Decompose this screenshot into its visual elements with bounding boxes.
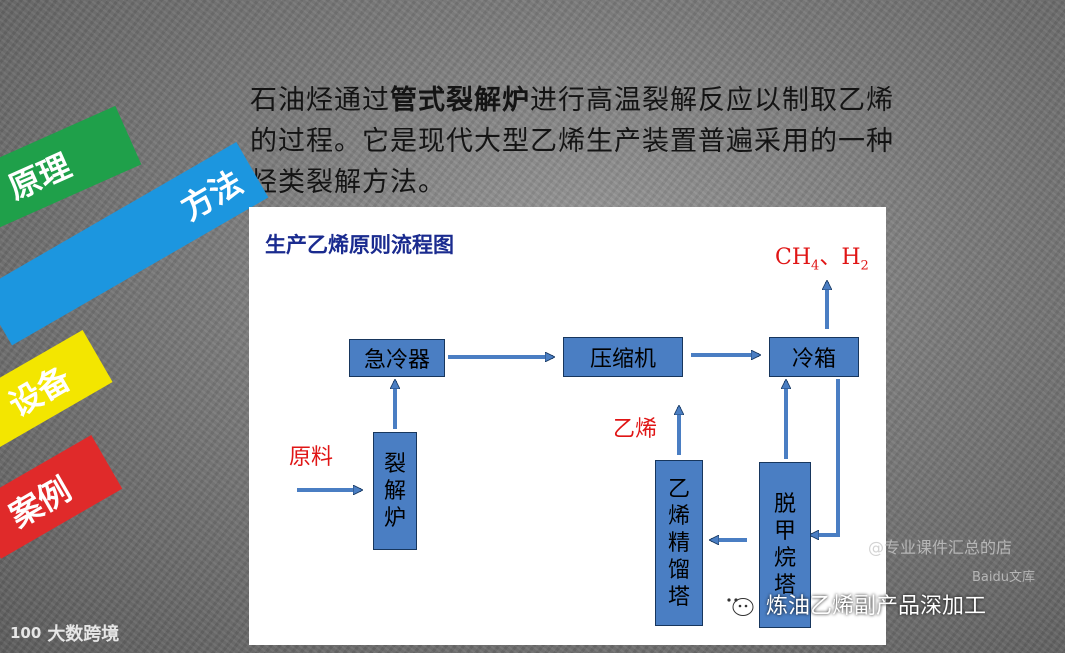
gas-mid: 、H xyxy=(819,245,861,270)
quench-box: 急冷器 xyxy=(349,339,445,377)
logo-mark: 100 xyxy=(10,624,42,642)
wechat-icon xyxy=(721,592,754,616)
diagram-title: 生产乙烯原则流程图 xyxy=(265,233,454,257)
bottom-logo: 100 大数跨境 xyxy=(10,620,119,646)
gas-output-label: CH4、H2 xyxy=(775,239,869,273)
demethanizer-char-1: 脱 xyxy=(773,492,796,517)
demethanizer-char-4: 塔 xyxy=(773,573,796,598)
ethylene-tower-char-3: 精 xyxy=(667,530,690,556)
watermark-baidu: Baidu文库 xyxy=(972,570,1035,585)
gas-sub-2: 2 xyxy=(860,258,869,274)
demethanizer-char-3: 烷 xyxy=(773,546,796,571)
feed-label: 原料 xyxy=(289,445,334,470)
intro-paragraph: 石油烃通过管式裂解炉进行高温裂解反应以制取乙烯的过程。它是现代大型乙烯生产装置普… xyxy=(250,80,910,203)
cold-box-label: 冷箱 xyxy=(791,347,836,372)
intro-text-1: 石油烃通过 xyxy=(250,85,390,116)
quench-label: 急冷器 xyxy=(363,348,430,373)
logo-text: 大数跨境 xyxy=(47,624,120,645)
cold-box-box: 冷箱 xyxy=(769,337,859,377)
intro-bold-term: 管式裂解炉 xyxy=(390,85,530,116)
ethylene-label: 乙烯 xyxy=(613,417,658,442)
watermark-shop: @专业课件汇总的店 xyxy=(868,538,1013,557)
wechat-source[interactable]: 炼油乙烯副产品深加工 xyxy=(720,588,986,620)
compressor-box: 压缩机 xyxy=(563,337,683,377)
flow-arrows xyxy=(297,207,840,645)
arrow-coldbox-to-demethanizer xyxy=(811,379,840,535)
demethanizer-box: 脱 甲 烷 塔 xyxy=(759,462,811,628)
ethylene-tower-box: 乙 烯 精 馏 塔 xyxy=(655,460,703,626)
demethanizer-char-2: 甲 xyxy=(773,519,796,544)
wechat-account-name: 炼油乙烯副产品深加工 xyxy=(766,594,987,619)
gas-sub-4: 4 xyxy=(811,258,820,274)
ethylene-tower-char-4: 馏 xyxy=(667,557,690,583)
furnace-char-3: 炉 xyxy=(383,505,406,531)
ethylene-tower-char-1: 乙 xyxy=(667,476,690,502)
intro-text-2: 进行高温裂解反应以制取乙烯的过程。它是现代大型乙烯生产装置普遍采用的一种烃类裂解… xyxy=(250,85,894,198)
compressor-label: 压缩机 xyxy=(589,347,656,372)
ethylene-tower-char-2: 烯 xyxy=(667,503,690,529)
furnace-box: 裂 解 炉 xyxy=(373,432,417,550)
gas-ch: CH xyxy=(775,245,812,270)
furnace-char-2: 解 xyxy=(383,478,406,504)
furnace-char-1: 裂 xyxy=(383,451,406,477)
ethylene-tower-char-5: 塔 xyxy=(667,584,690,610)
flow-diagram: 生产乙烯原则流程图 急冷器 xyxy=(249,207,886,645)
